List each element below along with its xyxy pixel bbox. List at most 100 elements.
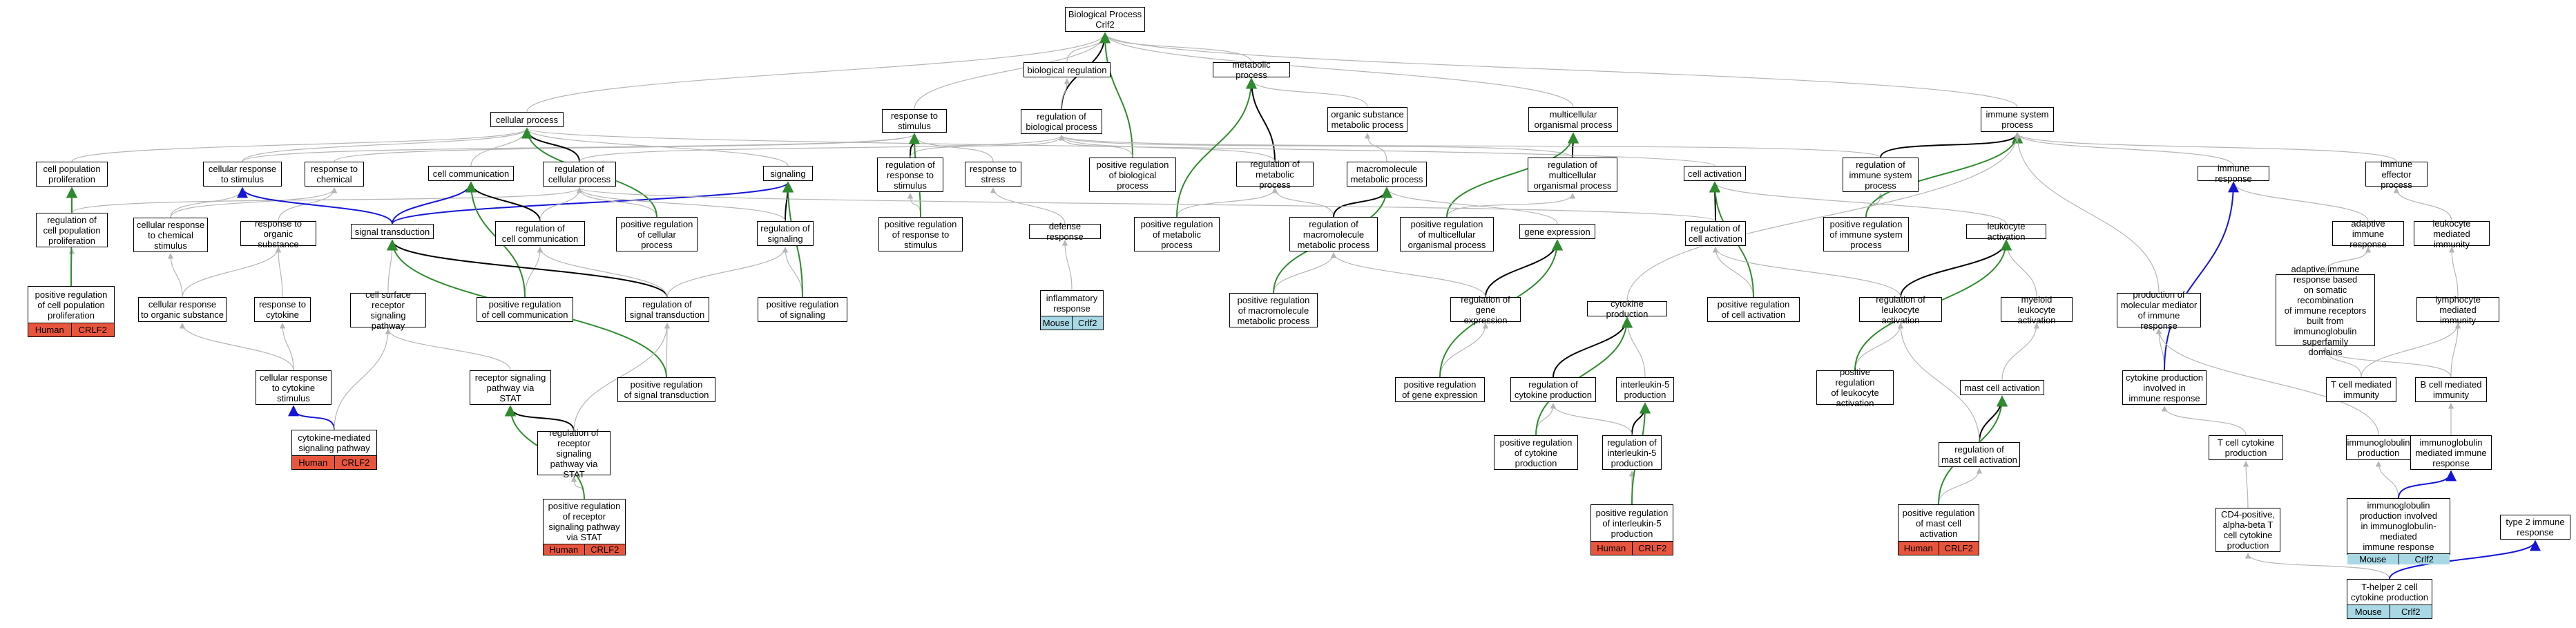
go-term-prmmp[interactable]: positive regulation of macromolecule met… [1229,293,1318,327]
go-term-rmmp[interactable]: regulation of macromolecule metabolic pr… [1289,217,1378,251]
go-term-rsig[interactable]: regulation of signaling [757,221,814,246]
go-term-prcc[interactable]: positive regulation of cell communicatio… [477,297,573,322]
go-term-mmp[interactable]: macromolecule metabolic process [1347,162,1427,187]
go-term-mca[interactable]: mast cell activation [1960,380,2044,395]
go-term-ir[interactable]: immune response [2198,163,2269,184]
go-term-rla[interactable]: regulation of leukocyte activation [1859,294,1942,325]
go-term-prst[interactable]: positive regulation of signal transducti… [617,377,715,402]
go-term-dr[interactable]: defense response [1029,221,1101,242]
go-term-rca[interactable]: regulation of cell activation [1685,221,1746,246]
go-term-bp[interactable]: Biological Process Crlf2 [1065,7,1145,32]
go-term-rtc[interactable]: response to chemical [305,162,364,187]
go-term-met[interactable]: metabolic process [1213,59,1290,80]
go-term-rtcy[interactable]: response to cytokine [254,297,311,322]
go-term-ge[interactable]: gene expression [1519,224,1595,239]
go-term-rmca[interactable]: regulation of mast cell activation [1939,442,2020,467]
go-term-igpi[interactable]: immunoglobulin production involved in im… [2347,498,2450,564]
go-term-cd4[interactable]: CD4-positive, alpha-beta T cell cytokine… [2215,508,2280,552]
go-term-cpir[interactable]: cytokine production involved in immune r… [2122,370,2207,405]
go-term-prmca[interactable]: positive regulation of mast cell activat… [1898,504,1979,555]
go-term-rge[interactable]: regulation of gene expression [1450,294,1521,325]
go-term-prla[interactable]: positive regulation of leukocyte activat… [1816,367,1894,408]
edge-prmop-to-rmop [1446,193,1576,218]
go-term-cpp[interactable]: cell population proliferation [36,162,108,187]
go-term-igp[interactable]: immunoglobulin production [2346,435,2411,460]
go-term-rts[interactable]: response to stimulus [882,109,947,133]
go-term-rcc[interactable]: regulation of cell communication [495,221,585,246]
go-term-prmop[interactable]: positive regulation of multicellular org… [1400,217,1494,251]
edge-bcmi-to-airsr [2322,347,2452,378]
go-term-crcs[interactable]: cellular response to chemical stimulus [133,218,208,252]
go-term-pmmir[interactable]: production of molecular mediator of immu… [2117,289,2201,331]
go-term-ca[interactable]: cell activation [1684,166,1746,181]
edge-rts-to-bp [914,32,1108,110]
go-term-pcpp[interactable]: positive regulation of cell population p… [28,286,115,337]
go-term-air[interactable]: adaptive immune response [2332,218,2404,249]
go-term-prisp[interactable]: positive regulation of immune system pro… [1823,217,1909,251]
go-term-csrsp[interactable]: cell surface receptor signaling pathway [350,289,426,331]
go-term-pril5[interactable]: positive regulation of interleukin-5 pro… [1590,504,1673,555]
edge-air-to-ir [2230,182,2369,222]
go-term-il5[interactable]: interleukin-5 production [1616,377,1674,402]
go-term-mop[interactable]: multicellular organismal process [1528,107,1618,132]
gene-tag: CRLF2 [334,456,376,469]
go-term-prbp[interactable]: positive regulation of biological proces… [1089,158,1176,192]
go-term-lmi[interactable]: leukocyte mediated immunity [2414,218,2490,249]
edge-cmsp-to-csrsp [334,328,392,430]
go-term-rcpp[interactable]: regulation of cell population proliferat… [36,213,108,247]
edge-st-to-crs [237,187,393,225]
go-term-tccp[interactable]: T cell cytokine production [2209,435,2283,460]
go-term-lymi[interactable]: lymphocyte mediated immunity [2416,294,2499,325]
go-term-prrspstat[interactable]: positive regulation of receptor signalin… [543,499,626,555]
go-term-crcy[interactable]: cellular response to cytokine stimulus [256,370,331,405]
edge-rcpp-to-rcp [71,187,582,213]
go-term-prca[interactable]: positive regulation of cell activation [1707,297,1800,322]
go-term-st[interactable]: signal transduction [351,224,434,239]
go-term-rmop[interactable]: regulation of multicellular organismal p… [1528,158,1617,192]
go-term-rstress[interactable]: response to stress [965,162,1021,187]
edge-prst-to-rst [664,323,671,378]
go-term-iep[interactable]: immune effector process [2365,159,2428,190]
gene-tag: Crlf2 [1071,316,1103,330]
go-term-rrspstat[interactable]: regulation of receptor signaling pathway… [537,428,611,479]
go-term-prsig[interactable]: positive regulation of signaling [758,297,847,322]
go-term-rspstat[interactable]: receptor signaling pathway via STAT [470,370,551,405]
go-term-t2ir[interactable]: type 2 immune response [2500,515,2570,540]
go-term-breg[interactable]: biological regulation [1023,62,1111,77]
go-term-ril5[interactable]: regulation of interleukin-5 production [1602,435,1662,470]
edge-th2-to-t2ir [2389,540,2541,580]
go-term-crs[interactable]: cellular response to stimulus [203,162,282,187]
go-term-prcp[interactable]: positive regulation of cellular process [616,217,698,251]
go-term-cc[interactable]: cell communication [428,166,514,181]
go-term-ros[interactable]: response to organic substance [240,218,316,249]
go-term-airsr[interactable]: adaptive immune response based on somati… [2276,264,2375,357]
go-term-osm[interactable]: organic substance metabolic process [1327,107,1407,132]
go-term-prmp[interactable]: positive regulation of metabolic process [1134,217,1220,251]
go-term-rcyp[interactable]: regulation of cytokine production [1510,377,1596,402]
go-term-prge[interactable]: positive regulation of gene expression [1395,377,1485,402]
go-term-risp[interactable]: regulation of immune system process [1843,158,1919,192]
go-term-rmp[interactable]: regulation of metabolic process [1236,159,1314,190]
go-term-cyp[interactable]: cytokine production [1587,298,1667,319]
go-term-prcyp[interactable]: positive regulation of cytokine producti… [1494,435,1578,470]
go-term-isp[interactable]: immune system process [1981,107,2054,132]
go-term-tcmi[interactable]: T cell mediated immunity [2326,377,2396,402]
go-term-mla[interactable]: myeloid leukocyte activation [2001,294,2073,325]
species-tag: Human [544,544,584,555]
go-term-cp[interactable]: cellular process [490,112,564,127]
go-term-rrs[interactable]: regulation of response to stimulus [877,158,943,192]
go-term-la[interactable]: leukocyte activation [1966,221,2046,242]
go-term-imir[interactable]: immunoglobulin mediated immune response [2410,435,2492,470]
go-term-croc[interactable]: cellular response to organic substance [138,297,227,322]
go-term-rcp[interactable]: regulation of cellular process [543,162,616,187]
edge-igpi-to-igp [2375,461,2399,499]
go-term-prrs[interactable]: positive regulation of response to stimu… [878,217,963,251]
go-term-rst[interactable]: regulation of signal transduction [625,297,709,322]
go-term-bcmi[interactable]: B cell mediated immunity [2415,377,2487,402]
go-term-sig[interactable]: signaling [763,166,813,181]
go-term-rbp[interactable]: regulation of biological process [1021,109,1102,134]
